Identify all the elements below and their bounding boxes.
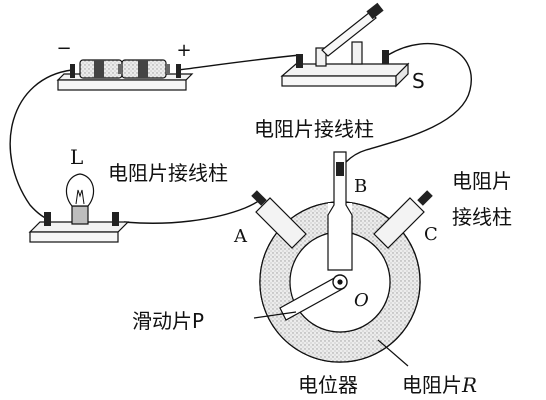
battery xyxy=(56,59,194,91)
center-label: O xyxy=(354,290,369,311)
wire-switch-to-b xyxy=(345,42,472,163)
slider-leader-line xyxy=(253,311,297,319)
terminal-b-label: B xyxy=(354,176,367,197)
wire-lamp-to-a xyxy=(123,199,261,224)
terminal-c-note-line2: 接线柱 xyxy=(452,205,512,229)
switch xyxy=(280,2,410,88)
wire-battery-to-switch xyxy=(177,54,301,71)
potentiometer-label: 电位器 xyxy=(298,373,358,397)
terminal-a-label: A xyxy=(233,226,248,247)
switch-label: S xyxy=(412,69,425,93)
resistor-label-text: 电阻片 xyxy=(402,373,462,397)
terminal-a-lug xyxy=(255,197,307,249)
battery-plus-sign: + xyxy=(176,40,191,61)
lamp xyxy=(28,173,130,243)
terminal-a-note: 电阻片接线柱 xyxy=(108,161,228,185)
potentiometer xyxy=(251,151,433,363)
slider-label: 滑动片P xyxy=(132,309,204,333)
terminal-c-label: C xyxy=(424,224,438,245)
wires xyxy=(9,42,472,224)
terminal-c-lug xyxy=(373,197,425,249)
battery-minus-sign: − xyxy=(56,38,71,59)
wire-battery-to-lamp xyxy=(9,69,73,221)
resistor-label: 电阻片R xyxy=(402,373,477,397)
lamp-label: L xyxy=(70,145,83,169)
resistor-leader-line xyxy=(377,339,409,367)
terminal-c-note-line1: 电阻片 xyxy=(452,169,512,193)
terminal-b-note: 电阻片接线柱 xyxy=(254,117,374,141)
terminal-b-strip xyxy=(327,151,353,271)
resistor-symbol: R xyxy=(461,373,477,397)
